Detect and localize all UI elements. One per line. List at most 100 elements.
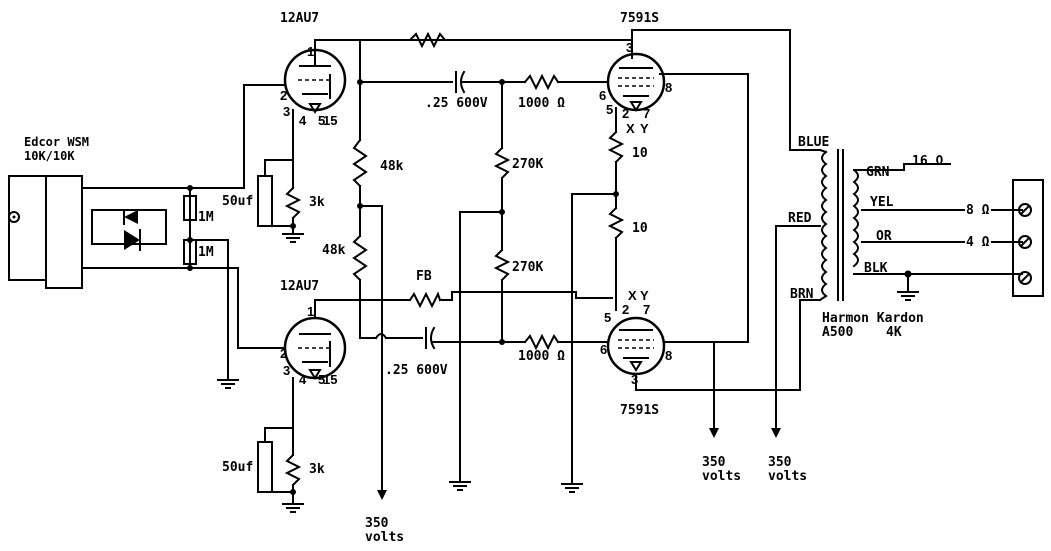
ground-output (897, 291, 919, 301)
cathode-cap-top (257, 175, 273, 227)
plate-resistor-top (352, 138, 368, 188)
wire-orange-label: OR (876, 229, 892, 244)
output-transformer-label-3: 4K (886, 325, 902, 340)
ground-input (217, 379, 239, 389)
output-tube-bottom-label: 7591S (620, 403, 659, 418)
supply-output-value: 350 (702, 455, 726, 470)
cathode-cap-bottom-label: 50uf (222, 460, 253, 475)
pin-3-top: 3 (283, 104, 290, 119)
pin-15-bottom: 15 (323, 372, 337, 387)
output-tube-top-label: 7591S (620, 11, 659, 26)
screen-resistor-bottom-label: 10 (632, 221, 648, 236)
bias-resistor-top-label: 270K (512, 157, 543, 172)
ground-screen (561, 483, 583, 493)
ground-cathode-top (282, 233, 304, 243)
out-bot-pin-x: X (628, 288, 637, 303)
output-tube-bottom (606, 316, 666, 376)
out-bot-pin-5: 5 (604, 310, 611, 325)
plate-resistor-top-label: 48k (380, 159, 404, 174)
speaker-terminal-strip (1012, 179, 1044, 297)
out-top-pin-5: 5 (606, 102, 613, 117)
wire-blue-label: BLUE (798, 135, 829, 150)
pin-4-top: 4 (299, 113, 307, 128)
driver-tube-top-label: 12AU7 (280, 11, 319, 26)
supply-ct-unit: volts (768, 469, 807, 484)
cathode-resistor-top-label: 3k (309, 195, 325, 210)
out-bot-pin-2: 2 (622, 302, 629, 317)
grid-stopper-top (523, 73, 560, 91)
grid-stopper-bottom-label: 1000 Ω (518, 349, 565, 364)
wire-brown-label: BRN (790, 287, 814, 302)
out-top-pin-7: 7 (643, 106, 650, 121)
screen-resistor-bottom (607, 206, 625, 240)
pin-3-bottom: 3 (283, 363, 290, 378)
input-transformer (45, 175, 83, 289)
pin-2-top: 2 (280, 88, 287, 103)
feedback-label: FB (416, 269, 432, 284)
bias-resistor-bottom (493, 248, 511, 282)
wire-green-label: GRN (866, 165, 890, 180)
input-transformer-label-1: Edcor WSM (24, 135, 89, 149)
pin-5-bottom: 5 (318, 372, 325, 387)
pin-2-bottom: 2 (280, 346, 287, 361)
input-transformer-label-2: 10K/10K (24, 149, 75, 163)
out-bot-pin-6: 6 (600, 342, 607, 357)
out-top-pin-3: 3 (626, 40, 633, 55)
supply-arrow-ct (771, 428, 781, 438)
pin-1-bottom: 1 (307, 304, 314, 319)
cathode-resistor-top (284, 186, 302, 220)
out-top-pin-y: Y (640, 121, 649, 136)
supply-arrow-output (709, 428, 719, 438)
pin-5-top: 5 (318, 113, 325, 128)
output-tube-top (606, 52, 666, 112)
out-bot-pin-7: 7 (643, 302, 650, 317)
pin-4-bottom: 4 (299, 372, 307, 387)
bias-resistor-top (493, 146, 511, 180)
out-top-pin-2: 2 (622, 106, 629, 121)
coupling-cap-bottom (425, 326, 436, 350)
out-bot-pin-y: Y (640, 288, 649, 303)
driver-tube-top (283, 48, 347, 114)
out-top-pin-6: 6 (599, 88, 606, 103)
supply-driver-value: 350 (365, 516, 389, 531)
supply-arrow-driver (377, 490, 387, 500)
driver-tube-bottom-label: 12AU7 (280, 279, 319, 294)
plate-resistor-bottom (352, 234, 368, 282)
grid-resistor-top-label: 1M (198, 210, 214, 225)
out-top-pin-8: 8 (665, 80, 672, 95)
grid-resistor-top (183, 195, 197, 221)
wire-red-label: RED (788, 211, 812, 226)
grid-resistor-bottom-label: 1M (198, 245, 214, 260)
cathode-resistor-bottom (284, 453, 302, 487)
pin-15-top: 15 (323, 113, 337, 128)
coupling-cap-bottom-label: .25 600V (385, 363, 448, 378)
feedback-resistor (408, 291, 442, 309)
supply-ct-value: 350 (768, 455, 792, 470)
junction-dots (187, 79, 619, 495)
driver-tube-bottom (283, 316, 347, 380)
grid-stopper-top-label: 1000 Ω (518, 96, 565, 111)
grid-stopper-bottom (523, 333, 560, 351)
output-transformer-label-1: Harmon Kardon (822, 311, 924, 326)
supply-output-unit: volts (702, 469, 741, 484)
ground-bias (449, 481, 471, 491)
pin-1-top: 1 (307, 44, 314, 59)
out-top-pin-x: X (626, 121, 635, 136)
wire-yellow-label: YEL (870, 195, 894, 210)
supply-driver-unit: volts (365, 530, 404, 545)
out-bot-pin-8: 8 (665, 348, 672, 363)
plate-resistor-bottom-label: 48k (322, 243, 346, 258)
input-jack (8, 175, 47, 281)
output-transformer-label-2: A500 (822, 325, 853, 340)
ground-cathode-bottom (282, 503, 304, 513)
screen-resistor-top-label: 10 (632, 146, 648, 161)
diode-pair (91, 209, 167, 251)
tap-4-label: 4 Ω (966, 235, 990, 250)
coupling-cap-top-label: .25 600V (425, 96, 488, 111)
bias-resistor-bottom-label: 270K (512, 260, 543, 275)
tap-16-label: 16 Ω (912, 154, 943, 169)
tap-8-label: 8 Ω (966, 203, 990, 218)
cathode-cap-top-label: 50uf (222, 194, 253, 209)
output-transformer (821, 149, 859, 301)
